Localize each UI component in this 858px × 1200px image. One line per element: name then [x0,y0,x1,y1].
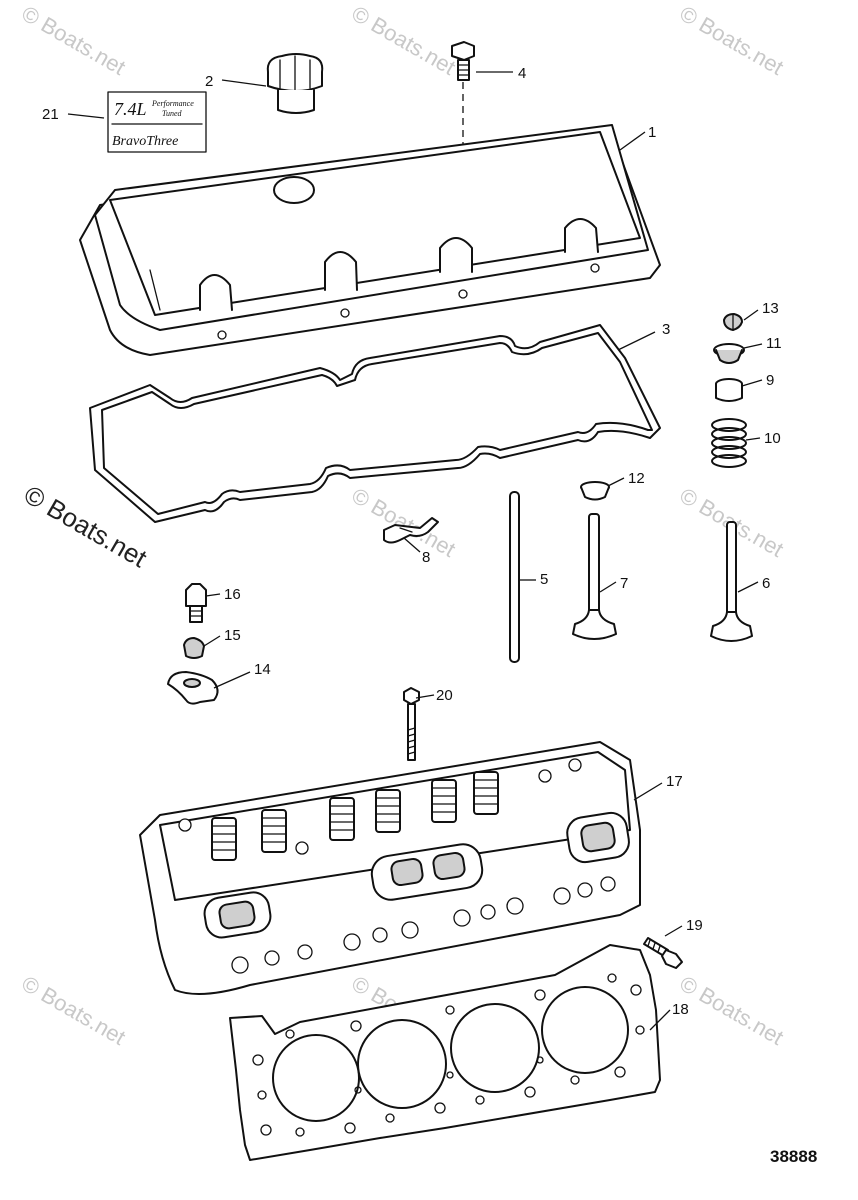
callout-20: 20 [436,687,453,704]
head-valve-springs [211,771,499,861]
valve-lock-part-13 [723,313,743,331]
decal-model: BravoThree [112,134,178,149]
callout-8: 8 [422,549,430,566]
callout-12: 12 [628,470,645,487]
valve-seal-part-9 [715,378,743,402]
oil-fill-cap-part-2 [266,53,324,114]
head-gasket-holes [252,973,645,1137]
callout-15: 15 [224,627,241,644]
leader-lines [67,71,763,1031]
callout-7: 7 [620,575,628,592]
rocker-ball-part-15 [183,637,205,659]
callout-10: 10 [764,430,781,447]
callout-3: 3 [662,321,670,338]
callout-21: 21 [42,106,59,123]
callout-16: 16 [224,586,241,603]
rocker-arm-stud-part-16 [185,583,207,623]
watermark: © Boats.net [18,971,130,1050]
valve-cover-part-1 [79,124,661,356]
callout-17: 17 [666,773,683,790]
valve-cover-screw-part-4 [451,41,475,268]
head-gasket-part-18 [229,944,661,1161]
callout-5: 5 [540,571,548,588]
bolt-part-19 [643,937,683,969]
watermark: © Boats.net [676,971,788,1050]
callout-6: 6 [762,575,770,592]
head-bolt-holes [178,758,616,974]
callout-labels: 1 2 3 4 5 6 7 8 9 10 11 12 13 14 15 16 1… [42,65,782,1018]
decal-part-21: 7.4L Performance Tuned BravoThree [107,91,207,153]
push-rod-part-5 [509,491,520,663]
callout-11: 11 [766,335,782,352]
valve-part-6 [710,521,753,642]
watermark: © Boats.net [18,1,130,80]
watermark: © Boats.net [348,1,460,80]
callout-1: 1 [648,124,656,141]
watermark: © Boats.net [348,483,460,562]
callout-9: 9 [766,372,774,389]
callout-2: 2 [205,73,213,90]
valve-spring-part-10 [711,418,747,468]
figure-number: 38888 [770,1147,817,1166]
callout-18: 18 [672,1001,689,1018]
decal-engine-size: 7.4L [114,99,147,119]
valve-part-7 [572,513,617,640]
head-intake-ports [203,811,630,939]
valve-spring-retainer-part-11 [713,343,745,364]
push-rod-guide-part-8 [383,517,439,544]
rocker-arm-part-14 [167,671,219,705]
callout-4: 4 [518,65,526,82]
callout-14: 14 [254,661,271,678]
callout-19: 19 [686,917,703,934]
decal-performance: Performance [151,99,194,108]
head-bolt-part-20 [403,687,420,761]
callout-13: 13 [762,300,779,317]
valve-rotator-part-12 [580,481,610,501]
cylinder-head-part-17 [139,741,641,995]
valve-cover-gasket-part-3 [89,324,661,523]
decal-tuned: Tuned [162,109,183,118]
watermark: © Boats.net [676,1,788,80]
